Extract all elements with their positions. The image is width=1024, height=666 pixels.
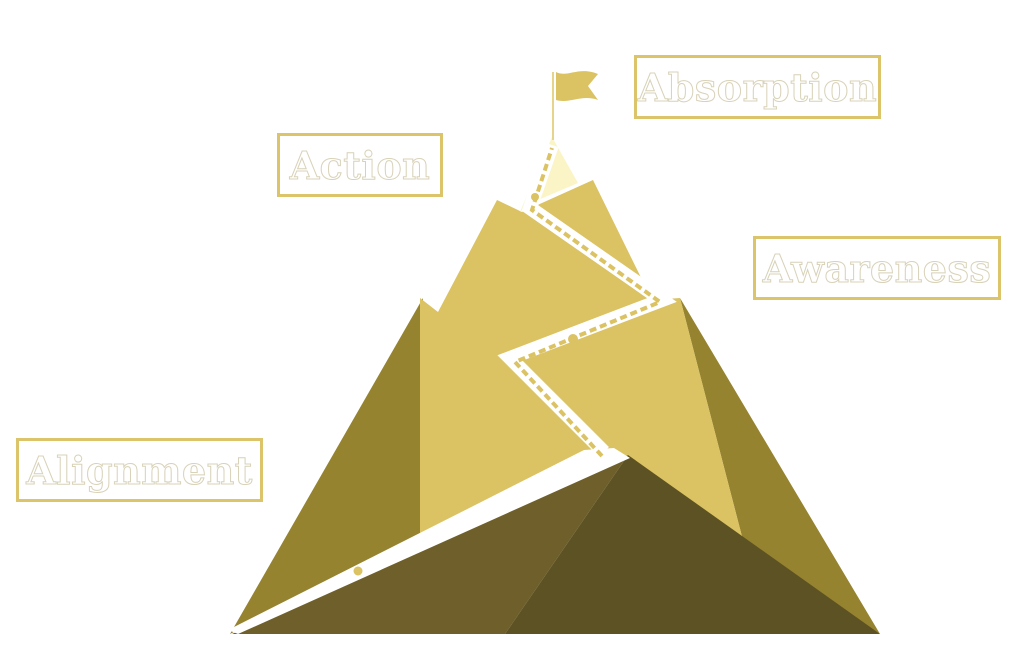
label-awareness-text: Awareness (762, 245, 992, 291)
label-action-text: Action (289, 142, 431, 188)
trail-marker (353, 566, 363, 576)
flag-icon (556, 71, 598, 101)
label-absorption: Absorption (634, 55, 881, 119)
mountain-right-face (680, 298, 880, 634)
label-awareness: Awareness (753, 236, 1001, 300)
mountain-left-face (230, 298, 423, 634)
trail-marker (568, 334, 578, 344)
trail-dashes (511, 147, 665, 458)
label-alignment: Alignment (16, 438, 263, 502)
label-alignment-text: Alignment (26, 447, 253, 493)
label-absorption-text: Absorption (637, 64, 878, 110)
trail-marker (531, 193, 539, 201)
mountain-main-face (420, 180, 745, 548)
trail-lower (228, 448, 630, 634)
mountain-front-right (505, 455, 880, 634)
label-action: Action (277, 133, 443, 197)
